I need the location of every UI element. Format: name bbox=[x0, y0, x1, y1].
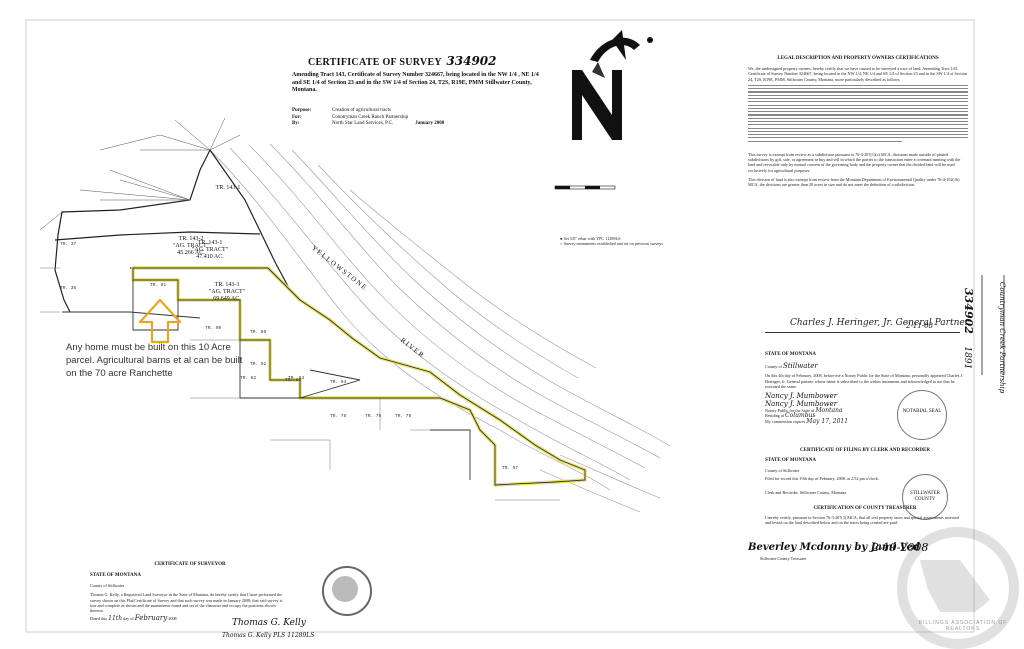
annotation-arrow-icon bbox=[138, 298, 182, 344]
tract-label: TR. 78 bbox=[330, 414, 347, 419]
legal-description: LEGAL DESCRIPTION AND PROPERTY OWNERS CE… bbox=[748, 56, 968, 188]
county-seal-icon: STILLWATER COUNTY bbox=[902, 474, 948, 520]
watermark-text: BILLINGS ASSOCIATION OF REALTORS bbox=[918, 620, 1008, 632]
amending-text: Amending Tract 143, Certificate of Surve… bbox=[292, 72, 539, 93]
filing-block: CERTIFICATE OF FILING BY CLERK AND RECOR… bbox=[765, 448, 930, 495]
tract-143-3-label: TR. 143-3"AG. TRACT"69.649 AC. bbox=[208, 282, 246, 302]
treasurer-office: Stillwater County Treasurer bbox=[760, 556, 807, 561]
tract-label: TR. 94 bbox=[330, 380, 347, 385]
owner-signature: Charles J. Heringer, Jr. General Partner bbox=[790, 318, 969, 328]
annotation-note: Any home must be built on this 10 Acre p… bbox=[66, 342, 243, 379]
tract-label: TR. 79 bbox=[395, 414, 412, 419]
tract-label: TR. 97 bbox=[502, 466, 519, 471]
surveyor-seal-icon bbox=[322, 566, 372, 616]
tract-label: TR. 37 bbox=[60, 242, 77, 247]
certificate-number: 334902 bbox=[446, 54, 497, 68]
survey-rays bbox=[39, 117, 241, 231]
treasurer-date: 2-19-2008 bbox=[872, 541, 929, 554]
side-stamp: 334902 1891 bbox=[962, 288, 975, 370]
tract-label: TR. 83 bbox=[288, 376, 305, 381]
tract-label: TR. 90 bbox=[205, 326, 222, 331]
tract-label: TR. 93 bbox=[285, 378, 302, 383]
tract-label: TR. 89 bbox=[250, 330, 267, 335]
tract-143-3-lines bbox=[62, 267, 586, 486]
treasurer-signature: Beverley Mcdonny by Jami Ved bbox=[748, 542, 920, 553]
notary-block: STATE OF MONTANA County of Stillwater On… bbox=[765, 352, 964, 425]
tract-143-1-title: TR. 143-1 bbox=[215, 185, 241, 191]
watermark-logo bbox=[897, 527, 1019, 649]
north-arrow-icon bbox=[572, 30, 653, 140]
notarial-seal-icon: NOTARIAL SEAL bbox=[897, 390, 947, 440]
surveyor-signature: Thomas G. Kelly bbox=[232, 618, 306, 628]
certificate-title: CERTIFICATE OF SURVEY 334902 bbox=[308, 54, 497, 68]
tract-143-1-label: TR. 143-1"AG. TRACT"47.410 AC. bbox=[191, 240, 229, 260]
tract-label: TR. 76 bbox=[365, 414, 382, 419]
tract-label: TR. 92 bbox=[250, 362, 267, 367]
adjacent-parcels bbox=[40, 267, 560, 501]
tract-143-2-label: TR. 143-2"AG. TRACT"45.266 AC. bbox=[172, 236, 210, 256]
map-legend: ● Set 5/8" rebar with YPC 11289LS ○ Surv… bbox=[560, 236, 664, 247]
tract-label: TR. 82 bbox=[240, 376, 257, 381]
river-hatching bbox=[209, 143, 671, 513]
surveyor-printed: Thomas G. Kelly PLS 11289LS bbox=[222, 632, 315, 639]
sheet-border bbox=[25, 19, 975, 633]
side-stamp-text: Countryman Creek Partnership bbox=[998, 282, 1006, 394]
scale-bar bbox=[554, 185, 616, 190]
tract-label: TR. 91 bbox=[150, 283, 167, 288]
tract-label: TR. 36 bbox=[60, 286, 77, 291]
surveyor-block: CERTIFICATE OF SURVEYOR STATE OF MONTANA… bbox=[90, 562, 283, 623]
treasurer-block: CERTIFICATION OF COUNTY TREASURER I here… bbox=[765, 506, 959, 526]
purpose-block: Purpose:Creation of agricultural tracts … bbox=[292, 108, 445, 126]
owner-sign-date: 2-11-08 bbox=[906, 322, 933, 330]
